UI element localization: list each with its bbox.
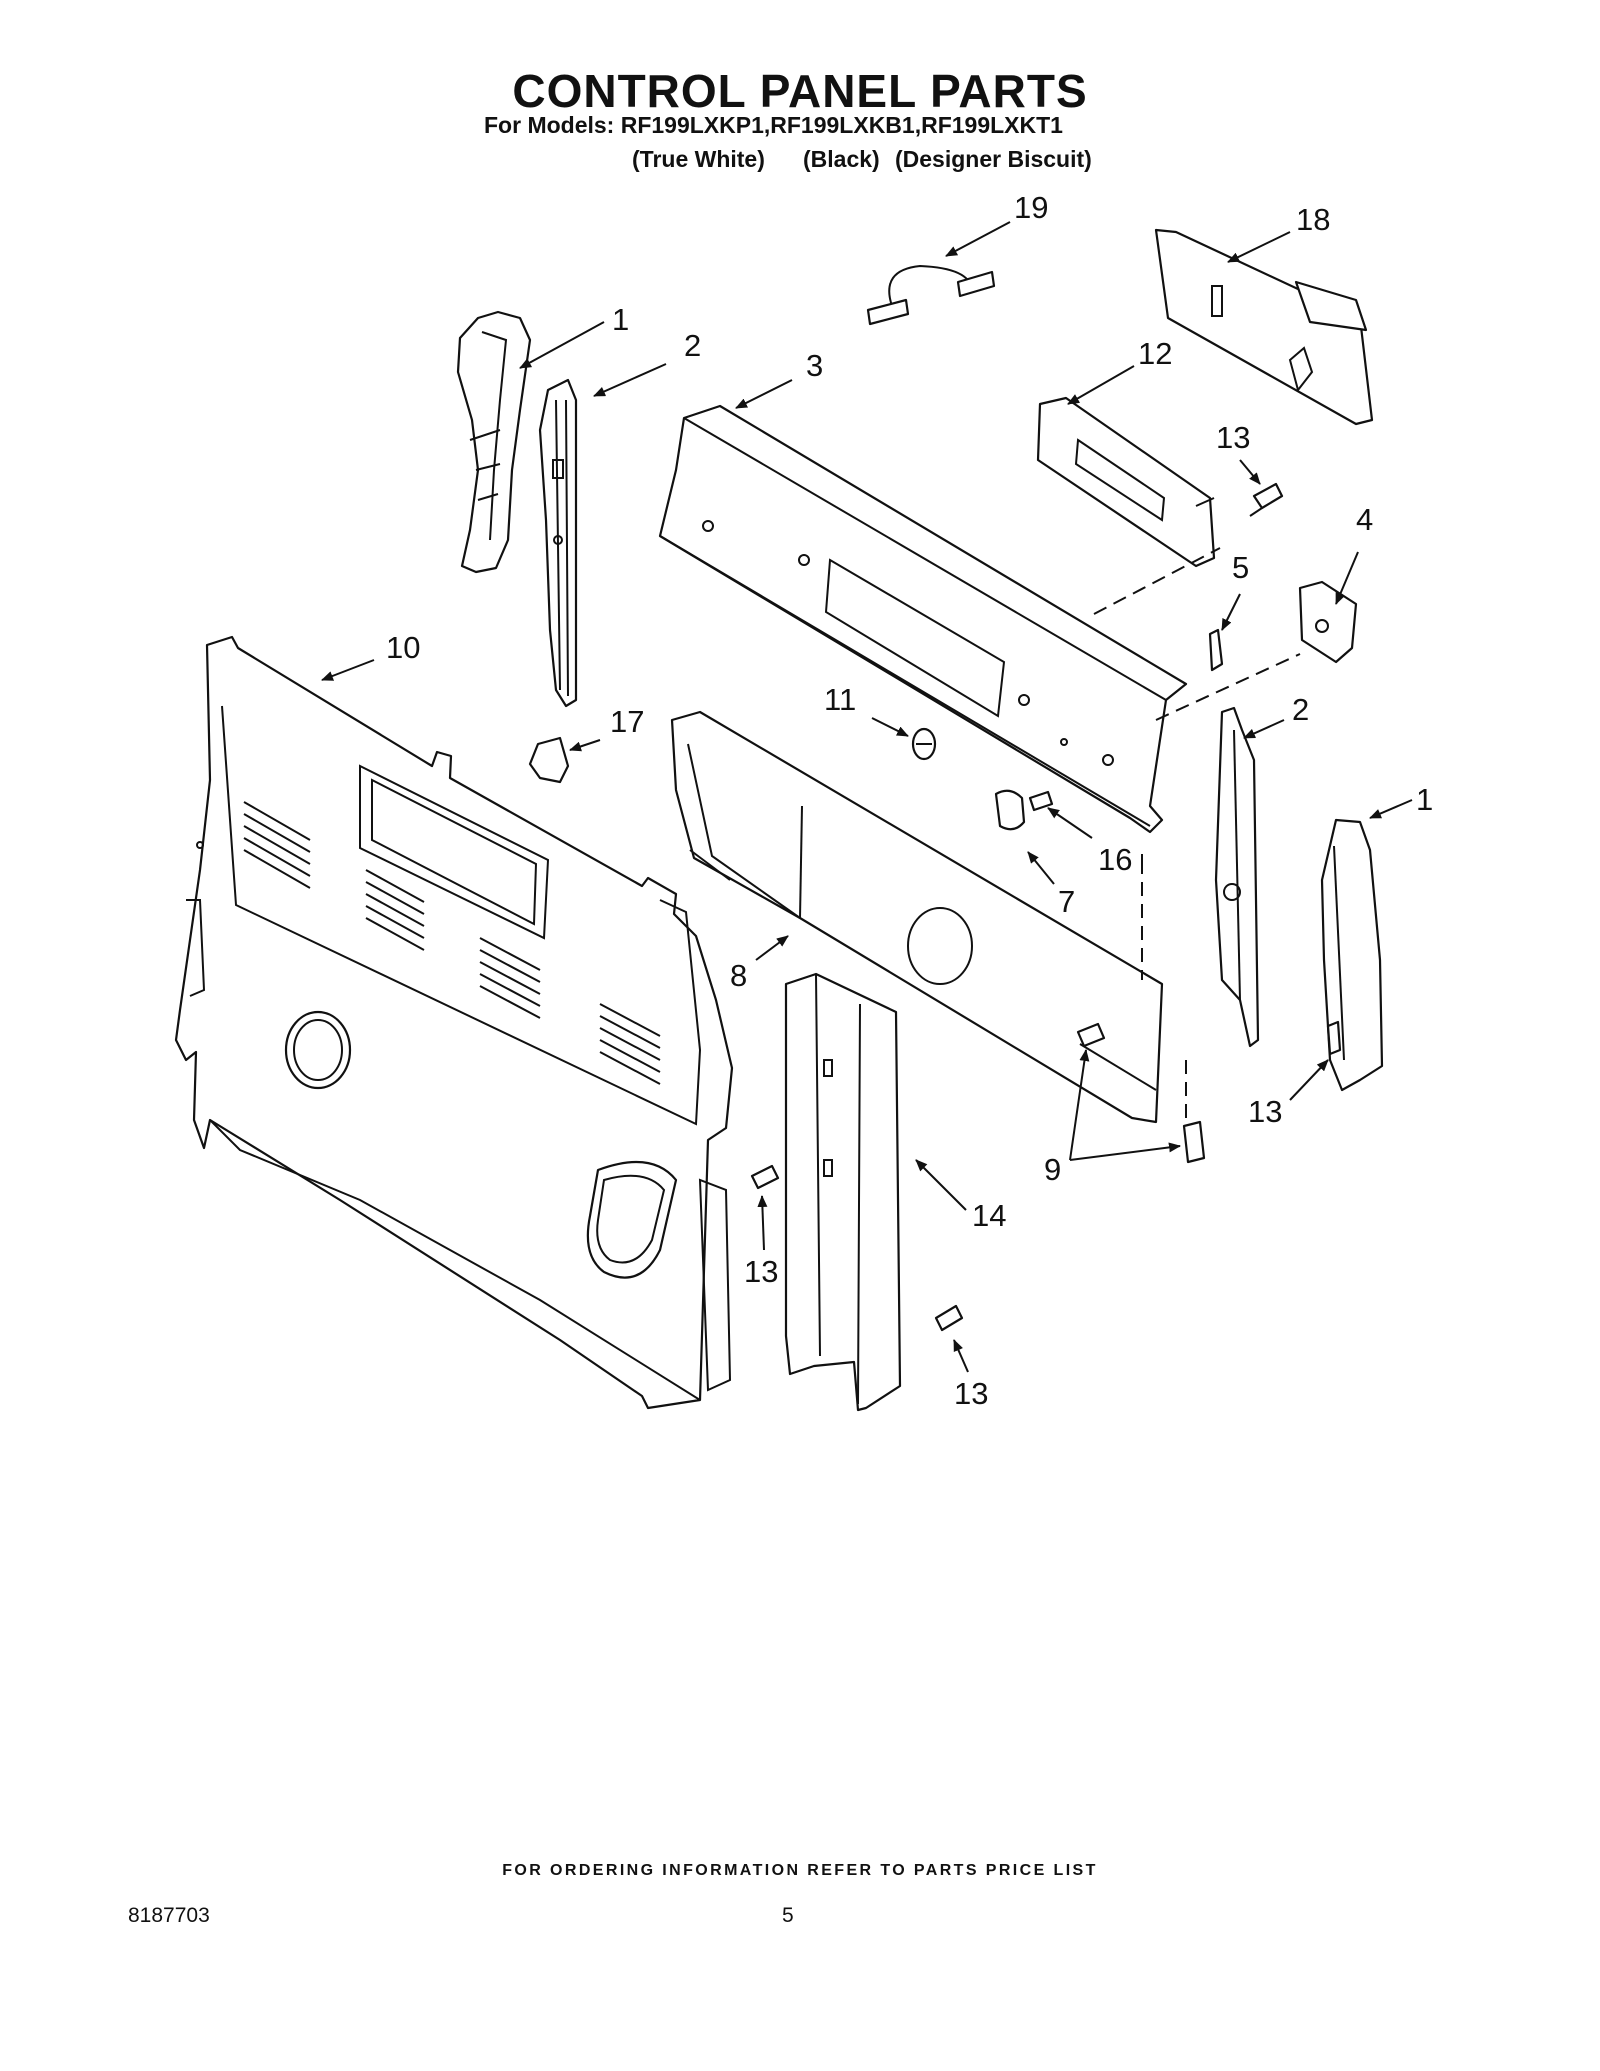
callout-9: 9 — [1044, 1152, 1061, 1187]
callout-13-right: 13 — [1248, 1094, 1282, 1129]
models-line: For Models: RF199LXKP1,RF199LXKB1,RF199L… — [484, 112, 1063, 138]
callout-13-lower: 13 — [954, 1376, 988, 1411]
page-number: 5 — [782, 1904, 794, 1927]
part-8-shield — [670, 710, 1164, 1124]
callout-1-right: 1 — [1416, 782, 1433, 817]
part-7-knob — [994, 789, 1026, 831]
part-13-screw-lower-left — [750, 1164, 780, 1190]
leader-lines — [321, 221, 1413, 1373]
callout-labels: 1 2 3 19 18 12 13 4 5 10 11 17 2 1 16 7 … — [386, 190, 1433, 1411]
callout-14: 14 — [972, 1198, 1006, 1233]
part-12-display-module — [1036, 396, 1216, 568]
callout-19: 19 — [1014, 190, 1048, 225]
part-13-screw-upper — [1249, 482, 1284, 517]
callout-5: 5 — [1232, 550, 1249, 585]
variant-black: (Black) — [803, 146, 880, 172]
callout-2-left: 2 — [684, 328, 701, 363]
callout-13-lower-left: 13 — [744, 1254, 778, 1289]
document-number: 8187703 — [128, 1904, 210, 1927]
callout-8: 8 — [730, 958, 747, 993]
callout-2-right: 2 — [1292, 692, 1309, 727]
alignment-line-12 — [1093, 547, 1221, 615]
part-16-screw — [1028, 790, 1054, 812]
callout-3: 3 — [806, 348, 823, 383]
part-2-left-bracket — [538, 378, 578, 708]
ordering-note: FOR ORDERING INFORMATION REFER TO PARTS … — [502, 1862, 1098, 1879]
part-13-screw-right — [1326, 1020, 1342, 1056]
part-9-screw-right — [1182, 1120, 1206, 1164]
callout-18: 18 — [1296, 202, 1330, 237]
part-18-control-board — [1154, 228, 1374, 426]
callout-17: 17 — [610, 704, 644, 739]
callout-13-upper: 13 — [1216, 420, 1250, 455]
page-title: CONTROL PANEL PARTS — [512, 65, 1088, 117]
part-17-bracket — [528, 736, 570, 784]
part-11-knob — [911, 727, 937, 761]
part-13-screw-lower — [934, 1304, 964, 1332]
callout-4: 4 — [1356, 502, 1373, 537]
callout-11: 11 — [824, 682, 856, 717]
variant-true-white: (True White) — [632, 146, 765, 172]
part-3-control-panel — [658, 404, 1188, 834]
callout-12: 12 — [1138, 336, 1172, 371]
part-4-switch — [1298, 580, 1358, 664]
part-5-clip — [1208, 628, 1224, 672]
part-14-channel — [784, 972, 902, 1412]
callout-10: 10 — [386, 630, 420, 665]
part-2-right-bracket — [1214, 706, 1260, 1048]
part-1-left-endcap — [456, 310, 532, 574]
callout-7: 7 — [1058, 884, 1075, 919]
part-19-wire-harness — [866, 264, 996, 326]
alignment-line-4 — [1155, 653, 1301, 721]
callout-16: 16 — [1098, 842, 1132, 877]
part-9-screw-left — [1076, 1022, 1106, 1048]
variant-designer-biscuit: (Designer Biscuit) — [895, 146, 1092, 172]
callout-1-left: 1 — [612, 302, 629, 337]
part-10-rear-panel — [174, 635, 734, 1410]
